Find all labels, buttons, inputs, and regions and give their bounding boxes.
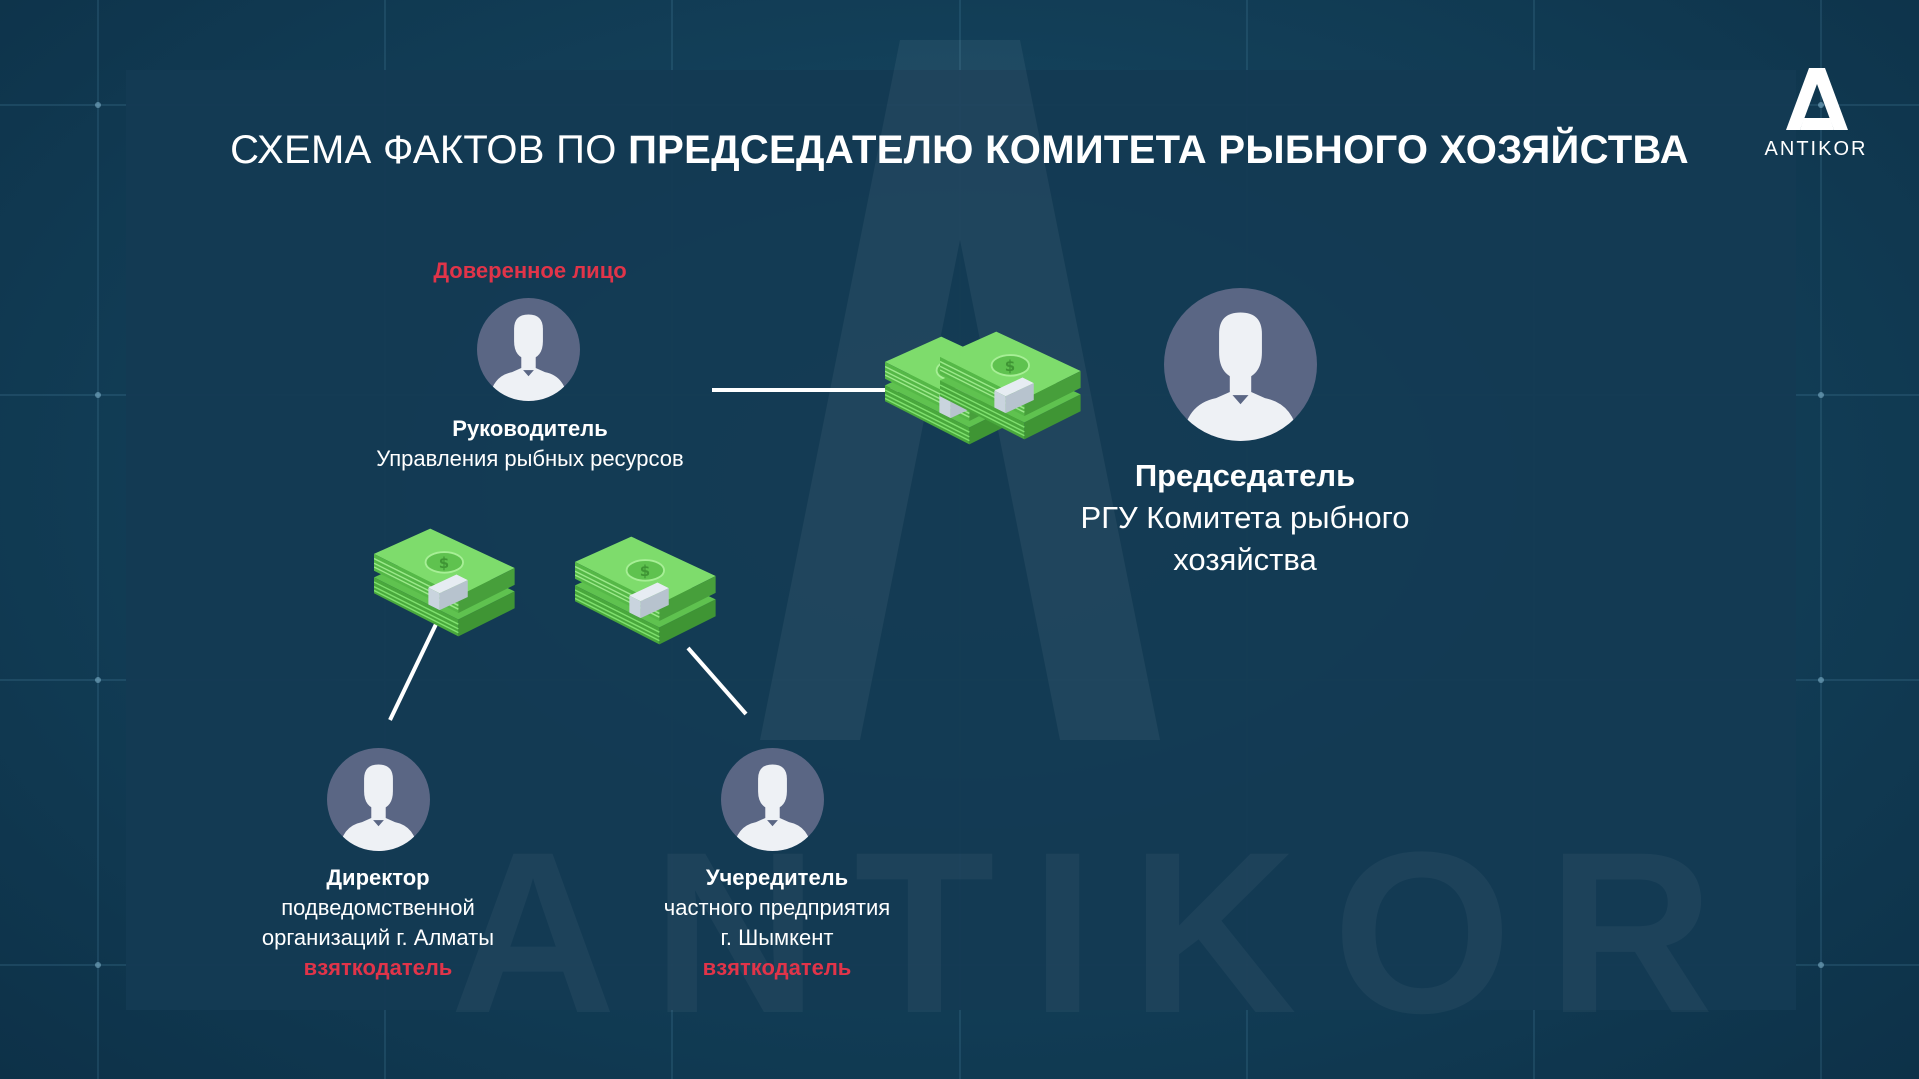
- person-avatar-icon: [477, 298, 580, 401]
- page-title: СХЕМА ФАКТОВ ПО ПРЕДСЕДАТЕЛЮ КОМИТЕТА РЫ…: [230, 128, 1689, 172]
- line-director-to-money: [388, 619, 440, 721]
- money-stack-icon: [575, 530, 725, 650]
- watermark-logo-icon: [760, 40, 1160, 740]
- director-desc-2: организаций г. Алматы: [261, 925, 495, 950]
- money-stack-icon: [940, 325, 1090, 445]
- chairman-name: Председатель: [1134, 458, 1356, 493]
- founder-label: Учередитель частного предприятия г. Шымк…: [622, 863, 932, 983]
- watermark-text: ANTIKOR: [450, 800, 1750, 1065]
- antikor-logo-icon: [1786, 68, 1848, 130]
- director-role: взяткодатель: [303, 955, 453, 980]
- chairman-desc-2: хозяйства: [1173, 542, 1317, 577]
- head-desc: Управления рыбных ресурсов: [376, 446, 684, 471]
- money-stack-icon: [374, 522, 524, 642]
- founder-role: взяткодатель: [702, 955, 852, 980]
- person-avatar-icon: [1164, 288, 1317, 441]
- head-tag: Доверенное лицо: [433, 258, 627, 283]
- head-label: Руководитель Управления рыбных ресурсов: [330, 414, 730, 474]
- founder-desc-2: г. Шымкент: [720, 925, 834, 950]
- director-desc-1: подведомственной: [281, 895, 475, 920]
- logo-text: ANTIKOR: [1764, 138, 1868, 160]
- director-label: Директор подведомственной организаций г.…: [228, 863, 528, 983]
- person-avatar-icon: [327, 748, 430, 851]
- chairman-label: Председатель РГУ Комитета рыбного хозяйс…: [1000, 455, 1490, 581]
- line-founder-to-money: [686, 646, 748, 716]
- director-name: Директор: [326, 865, 430, 890]
- founder-desc-1: частного предприятия: [663, 895, 891, 920]
- content-panel: [126, 70, 1796, 1010]
- chairman-desc-1: РГУ Комитета рыбного: [1080, 500, 1410, 535]
- founder-name: Учередитель: [705, 865, 849, 890]
- person-avatar-icon: [721, 748, 824, 851]
- head-name: Руководитель: [452, 416, 608, 441]
